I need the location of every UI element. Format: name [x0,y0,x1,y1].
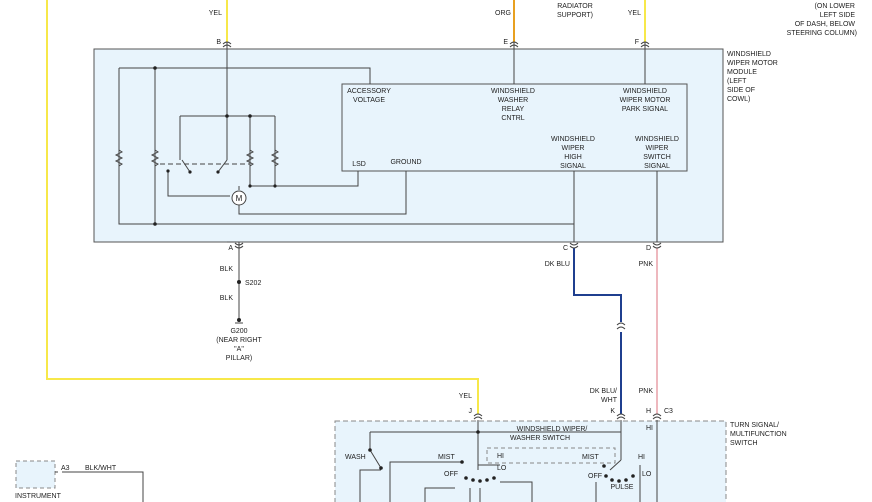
lower-left-label-2: LEFT SIDE [820,12,856,19]
connector-markers [222,41,662,420]
hi-label-3: HI [646,425,653,432]
pin-b: B [216,39,221,46]
ground-label: GROUND [390,159,421,166]
wire-color-yel-f: YEL [628,10,641,17]
park-signal-label-1: WINDSHIELD [623,88,667,95]
lsd-label: LSD [352,161,366,168]
ground-point-label-3: "A" [234,346,244,353]
wire-color-blk-1: BLK [220,266,234,273]
module-title-3: MODULE [727,69,757,76]
wire-color-yel-b: YEL [209,10,222,17]
instrument-label: INSTRUMENT [15,493,62,500]
wire-color-dk-blu-wht-1: DK BLU/ [590,388,617,395]
radiator-support-label-2: SUPPORT) [557,12,593,19]
accessory-voltage-label-1: ACCESSORY [347,88,391,95]
wire-color-blk-2: BLK [220,295,234,302]
wiper-switch-inner [486,447,616,464]
module-internal-wiring [114,42,658,322]
wire-color-pnk-2: PNK [639,388,654,395]
high-signal-label-1: WINDSHIELD [551,136,595,143]
pin-c: C [563,245,568,252]
high-signal-label-4: SIGNAL [560,163,586,170]
wire-color-dk-blu-wht-2: WHT [601,397,618,404]
switch-contacts [368,430,635,483]
module-title-2: WIPER MOTOR [727,60,778,67]
wire-color-dk-blu: DK BLU [545,261,570,268]
pin-c3: C3 [664,408,673,415]
high-signal-label-3: HIGH [564,154,582,161]
switch-signal-label-2: WIPER [646,145,669,152]
washer-relay-label-2: WASHER [498,97,528,104]
lower-left-label-1: (ON LOWER [815,3,855,10]
lo-label-1: LO [497,465,507,472]
switch-internal-wiring [359,420,658,502]
switch-title-3: SWITCH [730,440,758,447]
module-title-6: COWL) [727,96,750,103]
mist-label-1: MIST [438,454,455,461]
lower-left-label-3: OF DASH, BELOW [795,21,856,28]
pin-a: A [228,245,233,252]
wire-color-blk-wht: BLK/WHT [85,465,117,472]
switch-signal-label-4: SIGNAL [644,163,670,170]
wiper-motor-module [93,48,724,243]
lo-label-2: LO [642,471,652,478]
switch-title-1: TURN SIGNAL/ [730,422,779,429]
mist-label-2: MIST [582,454,599,461]
wire-color-pnk-1: PNK [639,261,654,268]
hi-label-1: HI [497,453,504,460]
module-title-4: (LEFT [727,78,747,85]
module-title-1: WINDSHIELD [727,51,771,58]
wire-color-yel-j: YEL [459,393,472,400]
park-signal-label-2: WIPER MOTOR [620,97,671,104]
module-junction-dots [153,66,277,226]
lower-left-label-4: STEERING COLUMN) [787,30,857,37]
washer-relay-label-1: WINDSHIELD [491,88,535,95]
wire-yellow-b [46,0,479,414]
radiator-support-label-1: RADIATOR [557,3,593,10]
splice-label: S202 [245,280,261,287]
pin-e: E [503,39,508,46]
ground-point-label-2: (NEAR RIGHT [216,337,262,344]
switch-signal-label-3: SWITCH [643,154,671,161]
switch-signal-label-1: WINDSHIELD [635,136,679,143]
ground-point-label-1: G200 [230,328,247,335]
svg-text:M: M [236,194,243,203]
pin-f: F [635,39,639,46]
pin-j: J [469,408,473,415]
module-title-5: SIDE OF [727,87,755,94]
wire-dark-blue [573,248,622,414]
instrument-wire [55,471,144,502]
wire-color-org: ORG [495,10,511,17]
off-label-1: OFF [444,471,458,478]
switch-title-2: MULTIFUNCTION [730,431,787,438]
pin-k: K [610,408,615,415]
wash-label: WASH [345,454,366,461]
motor-icon: M [231,190,247,206]
accessory-voltage-label-2: VOLTAGE [353,97,385,104]
switch-subtitle-2: WASHER SWITCH [510,435,570,442]
pin-a3: A3 [61,465,70,472]
pin-h: H [646,408,651,415]
switch-subtitle-1: WINDSHIELD WIPER/ [517,426,588,433]
washer-relay-label-3: RELAY [502,106,525,113]
ground-circuit [235,280,243,324]
instrument-cluster-box [15,460,56,489]
high-signal-label-2: WIPER [562,145,585,152]
washer-relay-label-4: CNTRL [501,115,524,122]
off-label-2: OFF [588,473,602,480]
hi-label-2: HI [638,454,645,461]
park-signal-label-3: PARK SIGNAL [622,106,668,113]
ground-point-label-4: PILLAR) [226,355,252,362]
pulse-label: PULSE [611,484,634,491]
pin-d: D [646,245,651,252]
